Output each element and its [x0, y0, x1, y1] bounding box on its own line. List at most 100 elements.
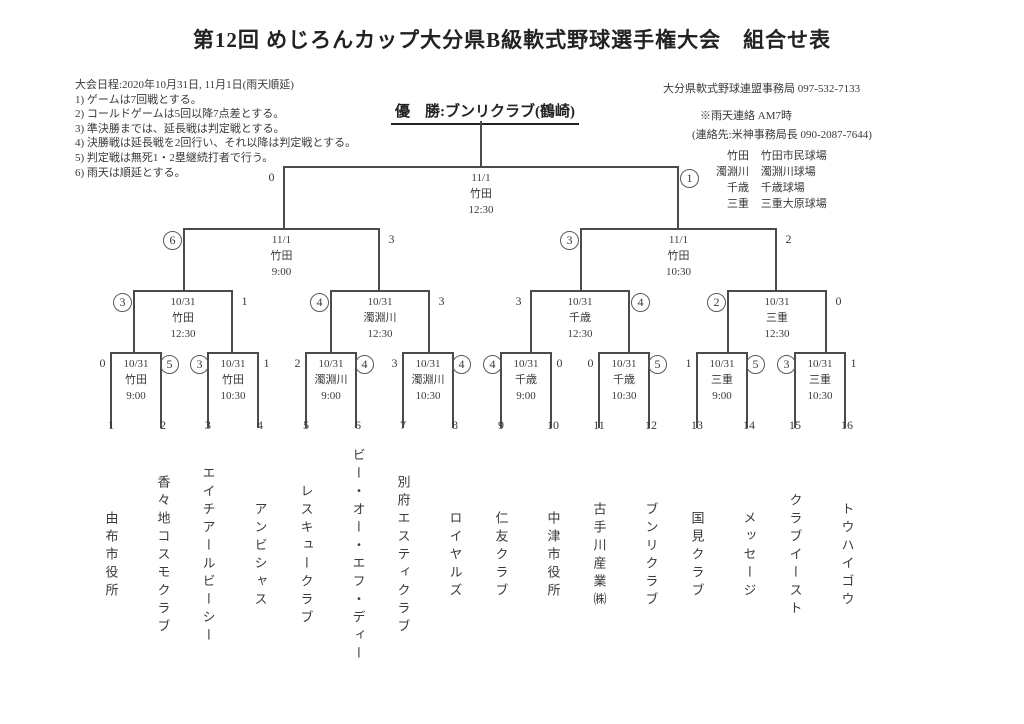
- round1-game-7-label: 10/31 三重 9:00: [698, 356, 746, 404]
- round1-game-8-right-score: 1: [850, 356, 857, 370]
- team-column-13: 13 国見クラブ: [684, 418, 710, 670]
- round1-game-5-box: 4 10/31 千歳 9:00 0: [483, 352, 563, 428]
- game-venue: 竹田: [270, 250, 293, 262]
- game-venue: 千歳: [569, 312, 591, 324]
- quarterfinal-1-game-label: 10/31 竹田 12:30: [135, 294, 231, 342]
- round1-game-7-left-score: 1: [685, 356, 692, 370]
- venue-name: 濁淵川球場: [760, 166, 816, 178]
- quarterfinal-1-game-box: 3 10/31 竹田 12:30 1: [113, 290, 248, 352]
- round1-game-2-label: 10/31 竹田 10:30: [209, 356, 257, 404]
- champion-banner: 優 勝:ブンリクラブ(鶴崎): [340, 100, 630, 125]
- round1-game-3-left-score: 2: [294, 356, 301, 370]
- round1-game-6-right-score: 5: [648, 355, 667, 374]
- team-name: 国見クラブ: [689, 511, 705, 601]
- round1-game-6-left-score: 0: [587, 356, 594, 370]
- team-name: トウハイゴウ: [839, 502, 855, 610]
- semifinal-1-game-label: 11/1 竹田 9:00: [185, 232, 378, 280]
- game-time: 9:00: [271, 266, 292, 278]
- venue-abbr: 三重: [727, 198, 749, 210]
- game-venue: 竹田: [125, 374, 147, 386]
- round1-game-4-left-score: 3: [391, 356, 398, 370]
- team-name: ビー・オー・エフ・ディー: [350, 448, 366, 664]
- game-date: 10/31: [764, 296, 790, 308]
- semifinal-1-right-score: 3: [388, 232, 395, 246]
- semifinal-2-right-score: 2: [785, 232, 792, 246]
- game-date: 11/1: [271, 234, 292, 246]
- quarterfinal-2-game-label: 10/31 濁淵川 12:30: [332, 294, 428, 342]
- team-name: 由布市役所: [103, 511, 119, 601]
- team-name: 香々地コスモクラブ: [155, 475, 171, 637]
- final-left-score: 0: [268, 170, 275, 184]
- game-date: 10/31: [513, 358, 539, 370]
- venue-abbr: 竹田: [727, 150, 749, 162]
- team-number: 12: [645, 418, 657, 432]
- round1-game-8-left-score: 3: [777, 355, 796, 374]
- team-name: 古手川産業㈱: [591, 502, 607, 610]
- game-time: 10:30: [220, 390, 246, 402]
- game-date: 10/31: [318, 358, 344, 370]
- rule-line: 5) 判定戦は無死1・2塁継続打者で行う。: [75, 151, 274, 164]
- round1-game-1-left-score: 0: [99, 356, 106, 370]
- team-number: 8: [452, 418, 458, 432]
- venue-row: 三重 三重大原球場: [703, 196, 827, 212]
- team-column-2: 2 香々地コスモクラブ: [150, 418, 176, 670]
- team-number: 3: [205, 418, 211, 432]
- venue-row: 竹田 竹田市民球場: [703, 148, 827, 164]
- team-column-8: 8 ロイヤルズ: [442, 418, 468, 670]
- federation-office-phone: 大分県軟式野球連盟事務局 097-532-7133: [663, 83, 861, 95]
- team-number: 11: [593, 418, 605, 432]
- team-number: 16: [841, 418, 853, 432]
- round1-game-1-box: 0 10/31 竹田 9:00 5: [100, 352, 179, 428]
- game-date: 10/31: [709, 358, 735, 370]
- game-date: 10/31: [611, 358, 637, 370]
- team-column-12: 12 ブンリクラブ: [638, 418, 664, 670]
- round1-game-4-box: 3 10/31 濁淵川 10:30 4: [392, 352, 471, 428]
- team-name: ブンリクラブ: [643, 502, 659, 610]
- quarterfinal-3-right-score: 4: [631, 293, 650, 312]
- quarterfinal-4-game-label: 10/31 三重 12:30: [729, 294, 825, 342]
- quarterfinal-1-left-score: 3: [113, 293, 132, 312]
- round1-game-2-right-score: 1: [263, 356, 270, 370]
- round1-game-5-left-score: 4: [483, 355, 502, 374]
- team-column-3: 3 エイチアールビーシー: [195, 418, 221, 670]
- champion-connector-line: [480, 121, 482, 166]
- contact-person-phone: (連絡先:米神事務局長 090-2087-7644): [692, 129, 872, 141]
- game-venue: 竹田: [222, 374, 244, 386]
- round1-game-8-label: 10/31 三重 10:30: [796, 356, 844, 404]
- tournament-rules: 大会日程:2020年10月31日, 11月1日(雨天順延) 1) ゲームは7回戦…: [75, 78, 356, 180]
- game-date: 10/31: [567, 296, 593, 308]
- team-column-11: 11 古手川産業㈱: [586, 418, 612, 670]
- round1-game-2-box: 3 10/31 竹田 10:30 1: [190, 352, 270, 428]
- team-number: 2: [160, 418, 166, 432]
- round1-game-4-right-score: 4: [452, 355, 471, 374]
- game-time: 12:30: [468, 204, 494, 216]
- team-name: ロイヤルズ: [447, 511, 463, 601]
- semifinal-2-game-box: 3 11/1 竹田 10:30 2: [560, 228, 792, 290]
- game-date: 10/31: [367, 296, 393, 308]
- team-name: レスキュークラブ: [298, 484, 314, 628]
- team-number: 13: [691, 418, 703, 432]
- round1-game-6-label: 10/31 千歳 10:30: [600, 356, 648, 404]
- game-date: 11/1: [471, 172, 491, 184]
- game-time: 10:30: [807, 390, 833, 402]
- venue-abbr: 千歳: [727, 182, 749, 194]
- game-venue: 濁淵川: [314, 374, 348, 386]
- game-date: 10/31: [415, 358, 441, 370]
- round1-game-6-box: 0 10/31 千歳 10:30 5: [588, 352, 667, 428]
- round1-game-4-label: 10/31 濁淵川 10:30: [404, 356, 452, 404]
- venue-legend: 竹田 竹田市民球場 濁淵川 濁淵川球場 千歳 千歳球場 三重 三重大原球場: [703, 148, 827, 212]
- game-time: 10:30: [665, 266, 692, 278]
- team-name: エイチアールビーシー: [200, 466, 216, 646]
- game-date: 10/31: [220, 358, 246, 370]
- game-date: 10/31: [123, 358, 149, 370]
- game-venue: 濁淵川: [363, 312, 397, 324]
- team-number: 9: [498, 418, 504, 432]
- round1-game-5-label: 10/31 千歳 9:00: [502, 356, 550, 404]
- semifinal-1-left-score: 6: [163, 231, 182, 250]
- game-time: 12:30: [367, 328, 393, 340]
- round1-game-7-box: 1 10/31 三重 9:00 5: [686, 352, 765, 428]
